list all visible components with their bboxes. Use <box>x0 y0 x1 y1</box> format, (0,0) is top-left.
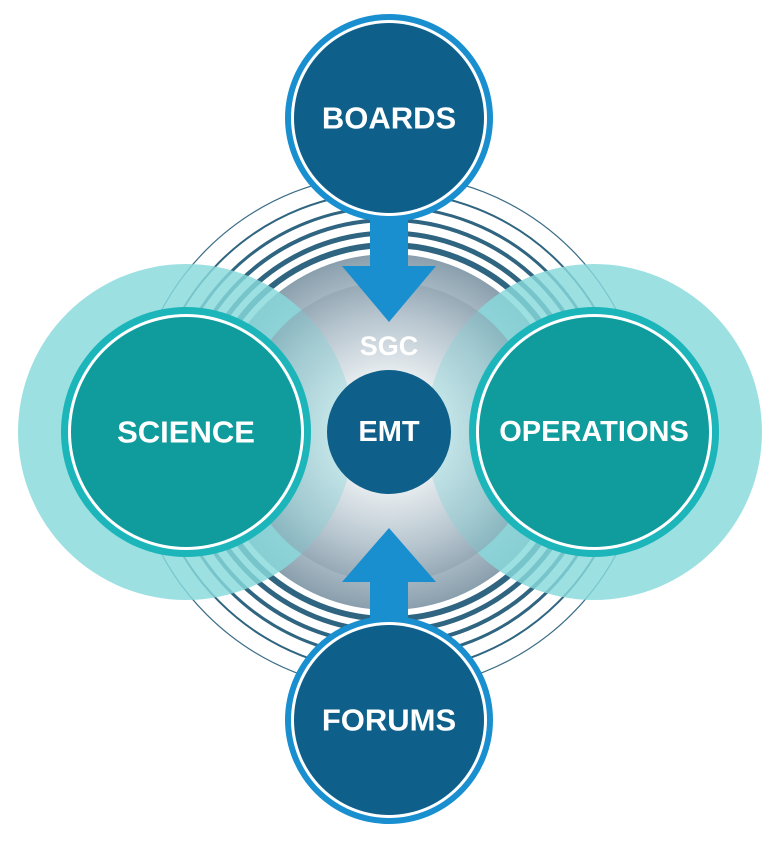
sgc-label: SGC <box>360 331 419 361</box>
emt-node[interactable]: EMT <box>327 370 451 494</box>
operations-label: OPERATIONS <box>499 416 689 448</box>
forums-arrow <box>342 528 436 668</box>
science-label: SCIENCE <box>117 415 255 450</box>
science-node[interactable]: SCIENCE <box>61 307 311 557</box>
forums-node[interactable]: FORUMS <box>285 528 493 824</box>
boards-label: BOARDS <box>322 101 456 136</box>
boards-node[interactable]: BOARDS <box>285 14 493 322</box>
boards-arrow <box>342 190 436 322</box>
operations-node[interactable]: OPERATIONS <box>469 307 719 557</box>
forums-label: FORUMS <box>322 703 456 738</box>
emt-label: EMT <box>358 416 420 448</box>
